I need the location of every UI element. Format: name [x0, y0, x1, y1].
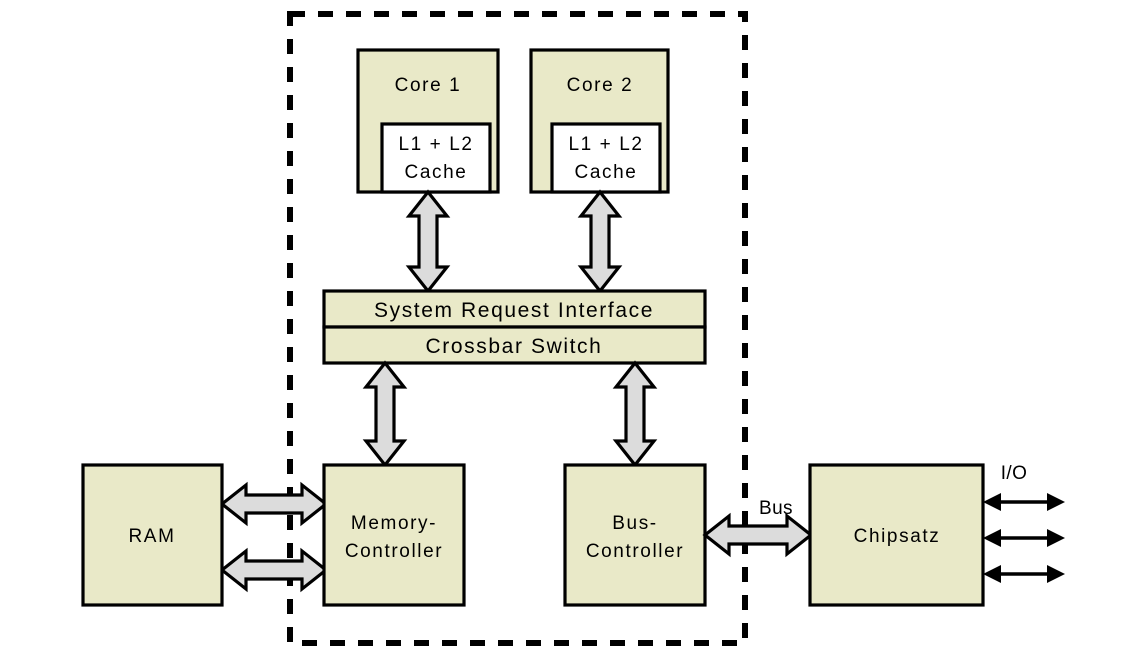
ram-box — [81, 463, 224, 607]
chipset-block[interactable]: Chipsatz — [808, 463, 985, 607]
memory-controller-box — [322, 463, 466, 607]
chipset-label: Chipsatz — [854, 526, 941, 547]
core-2-cache-box — [550, 122, 662, 194]
core-2-block[interactable]: Core 2 L1 + L2 Cache — [529, 48, 670, 194]
core-2-cache-label-line2: Cache — [575, 162, 638, 183]
io-label: I/O — [1001, 463, 1028, 484]
core-1-to-sri-arrow — [405, 189, 451, 294]
core-2-cache-label-line1: L1 + L2 — [568, 134, 643, 155]
chipset-box — [808, 463, 985, 607]
memory-controller-block[interactable]: Memory- Controller — [322, 463, 466, 607]
io-arrow-2 — [983, 529, 1065, 547]
core-2-label: Core 2 — [567, 75, 634, 96]
bus-controller-block[interactable]: Bus- Controller — [563, 463, 707, 607]
crossbar-switch-box — [322, 325, 707, 365]
ram-block[interactable]: RAM — [81, 463, 224, 607]
bus-controller-label-line1: Bus- — [612, 513, 657, 534]
ram-label: RAM — [128, 526, 175, 547]
core-1-cache-label-line1: L1 + L2 — [398, 134, 473, 155]
crossbar-switch-block[interactable]: Crossbar Switch — [322, 325, 707, 365]
io-arrow-1 — [983, 493, 1065, 511]
crossbar-to-memory-controller-arrow — [362, 360, 408, 468]
crossbar-to-bus-controller-arrow — [612, 360, 658, 468]
system-request-interface-label: System Request Interface — [374, 299, 654, 322]
ram-to-memory-controller-arrow-upper — [219, 481, 329, 527]
bus-controller-to-chipset-arrow — [702, 512, 814, 558]
core-1-block[interactable]: Core 1 L1 + L2 Cache — [356, 48, 500, 194]
cpu-die-boundary — [287, 11, 748, 646]
core-1-label: Core 1 — [395, 75, 462, 96]
ram-to-memory-controller-arrow-lower — [219, 547, 329, 593]
bus-label: Bus — [759, 498, 793, 519]
bus-controller-label-line2: Controller — [586, 541, 684, 562]
bus-controller-box — [563, 463, 707, 607]
crossbar-switch-label: Crossbar Switch — [426, 335, 603, 358]
system-request-interface-box — [322, 289, 707, 329]
memory-controller-label-line1: Memory- — [351, 513, 437, 534]
io-arrow-3 — [983, 565, 1065, 583]
system-request-interface-block[interactable]: System Request Interface — [322, 289, 707, 329]
core-2-to-sri-arrow — [577, 189, 623, 294]
core-1-cache-label-line2: Cache — [405, 162, 468, 183]
core-1-cache-box — [380, 122, 492, 194]
memory-controller-label-line2: Controller — [345, 541, 443, 562]
